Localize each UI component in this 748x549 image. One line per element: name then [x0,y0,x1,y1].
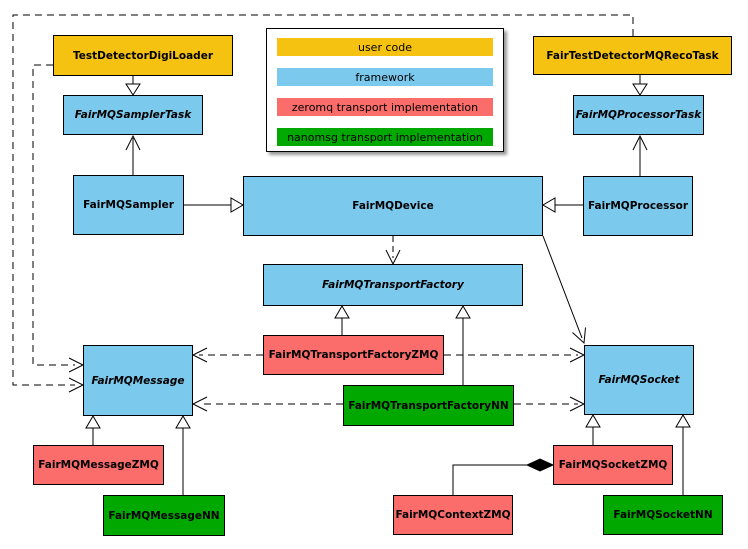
node-fairmqsocket: FairMQSocket [584,345,694,415]
node-fairmqmessage: FairMQMessage [83,345,193,416]
legend-label: user code [357,40,413,54]
node-fairtestdetectormqrecotask: FairTestDetectorMQRecoTask [533,36,732,75]
edge-device-socket [542,235,586,345]
edge-contextzmq-socketzmq [452,458,555,495]
edge-factoryzmq-message [191,347,263,363]
node-fairmqtransportfactory: FairMQTransportFactory [263,264,523,306]
edge-device-transportfactory [385,236,401,266]
edge-socketnn-socket [675,414,691,495]
edge-recotask-processortask [632,75,648,96]
node-label: FairMQTransportFactoryZMQ [268,349,439,361]
legend-label: framework [355,70,415,84]
node-label: FairMQMessage [91,374,185,387]
legend-item-zeromq: zeromq transport implementation [277,98,493,116]
edge-messagenn-message [175,415,191,495]
node-label: FairMQContextZMQ [395,509,511,521]
node-label: FairMQProcessor [587,200,689,212]
legend-label: zeromq transport implementation [291,100,479,114]
node-fairmqsocketnn: FairMQSocketNN [603,495,723,535]
legend-item-nanomsg: nanomsg transport implementation [277,128,493,146]
node-fairmqmessagenn: FairMQMessageNN [103,495,225,536]
node-label: FairTestDetectorMQRecoTask [546,49,719,62]
node-testdetectordigiloader: TestDetectorDigiLoader [53,35,233,76]
node-label: FairMQDevice [352,200,434,212]
node-label: FairMQSocket [598,374,680,386]
edge-socketzmq-socket [585,414,601,445]
legend: user code framework zeromq transport imp… [266,28,504,152]
edge-factorynn-socket [514,396,586,412]
node-fairmqmessagezmq: FairMQMessageZMQ [33,445,164,485]
node-fairmqsampler: FairMQSampler [73,175,184,235]
node-fairmqsocketzmq: FairMQSocketZMQ [553,445,673,485]
node-label: FairMQProcessorTask [575,109,702,121]
edge-sampler-samplertask [125,134,141,175]
node-label: FairMQTransportFactoryNN [348,399,509,412]
node-fairmqprocessortask: FairMQProcessorTask [573,95,704,135]
node-fairmqsamplertask: FairMQSamplerTask [63,95,203,135]
edge-digiloader-samplertask [125,76,141,96]
node-fairmqcontextzmq: FairMQContextZMQ [393,495,513,535]
node-label: FairMQSampler [83,199,174,211]
edge-factoryzmq-transportfactory [334,305,350,335]
node-fairmqprocessor: FairMQProcessor [583,176,693,236]
edge-factoryzmq-socket [444,347,586,363]
node-label: FairMQMessageZMQ [38,459,159,471]
node-label: FairMQSocketZMQ [558,459,668,471]
node-fairmqtransportfactoryzmq: FairMQTransportFactoryZMQ [263,335,444,375]
edge-processor-processortask [632,134,648,176]
edge-sampler-device [184,197,244,213]
node-label: FairMQMessageNN [108,509,220,522]
edge-processor-device [542,197,583,213]
legend-item-user-code: user code [277,38,493,56]
node-label: FairMQTransportFactory [322,279,464,291]
legend-label: nanomsg transport implementation [287,130,483,144]
node-label: FairMQSamplerTask [74,109,192,121]
node-label: TestDetectorDigiLoader [72,49,213,62]
node-fairmqtransportfactorynn: FairMQTransportFactoryNN [343,385,514,426]
edge-factorynn-transportfactory [455,305,471,385]
edge-factorynn-message [191,396,343,412]
node-label: FairMQSocketNN [613,509,713,521]
node-fairmqdevice: FairMQDevice [243,176,543,236]
legend-item-framework: framework [277,68,493,86]
edge-messagezmq-message [85,415,101,445]
